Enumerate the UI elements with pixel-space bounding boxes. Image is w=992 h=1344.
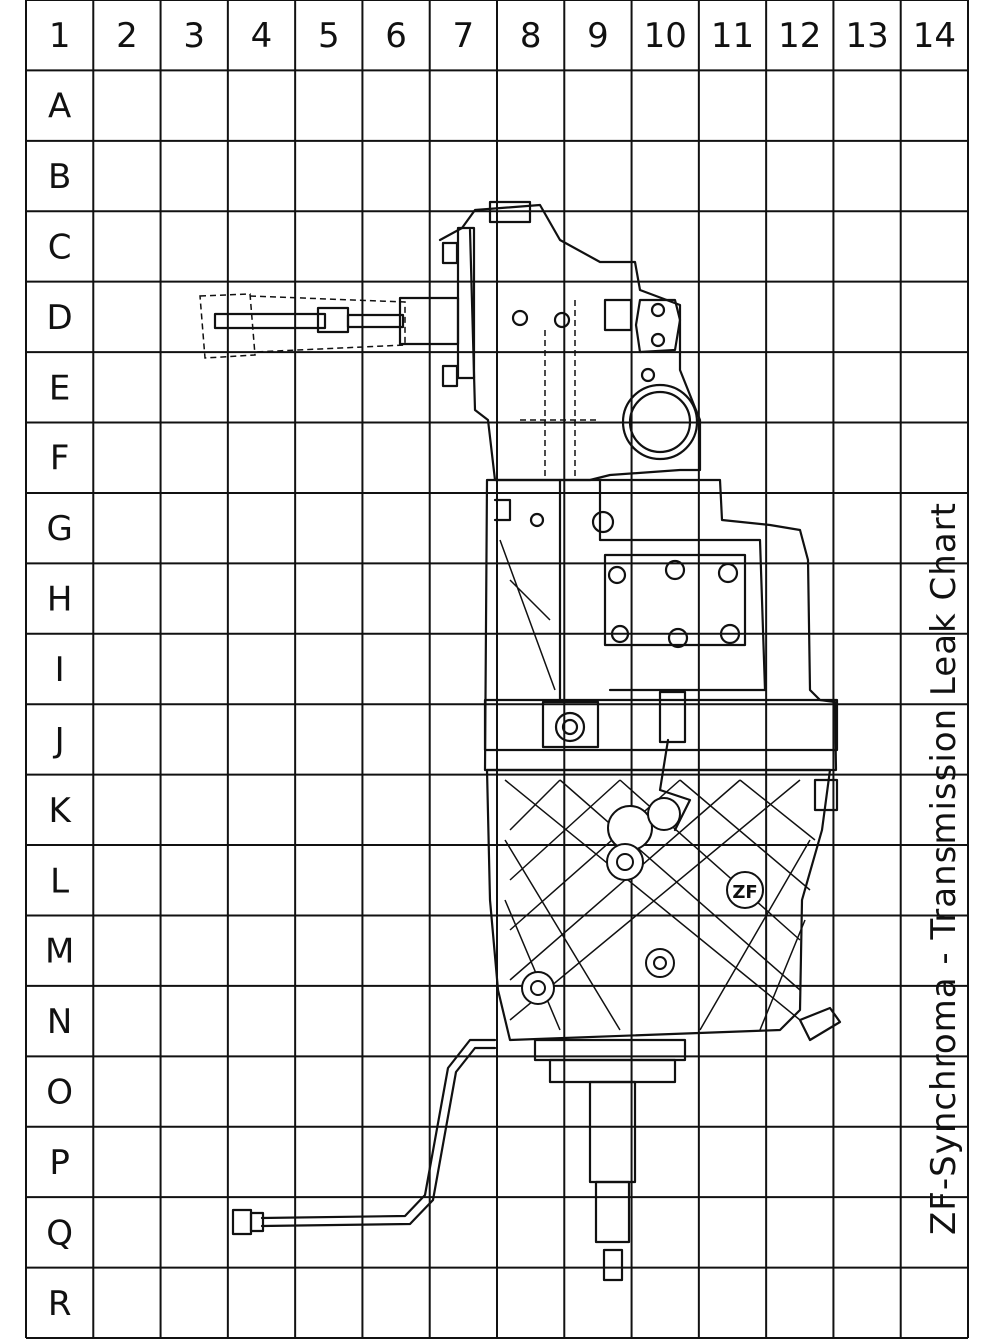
row-header: N xyxy=(47,1002,72,1042)
output-shaft xyxy=(533,1038,687,1282)
row-header: L xyxy=(50,861,69,901)
row-header: J xyxy=(53,720,65,760)
chart-title: ZF-Synchroma - Transmission Leak Chart xyxy=(924,502,964,1235)
row-header: R xyxy=(48,1284,72,1324)
row-header: E xyxy=(49,368,70,408)
column-header: 8 xyxy=(520,16,542,56)
column-header: 2 xyxy=(116,16,138,56)
column-header: 5 xyxy=(318,16,340,56)
vent-line xyxy=(231,1038,497,1236)
column-header: 11 xyxy=(711,16,754,56)
row-header: M xyxy=(45,932,74,972)
row-header: O xyxy=(46,1073,73,1113)
row-header: C xyxy=(48,227,72,267)
ribbed-case: ZF xyxy=(485,738,842,1042)
column-header: 13 xyxy=(845,16,888,56)
flange-band xyxy=(483,690,839,812)
shift-lever xyxy=(199,293,460,359)
row-header: K xyxy=(48,791,72,831)
row-header: P xyxy=(49,1143,70,1183)
row-header: G xyxy=(46,509,72,549)
row-header: H xyxy=(47,580,73,620)
row-header: Q xyxy=(46,1213,73,1253)
column-header: 12 xyxy=(778,16,821,56)
row-header: F xyxy=(50,439,70,479)
column-header: 9 xyxy=(587,16,609,56)
column-header: 1 xyxy=(49,16,71,56)
row-header: B xyxy=(48,157,71,197)
column-header: 4 xyxy=(251,16,273,56)
shifter-housing xyxy=(438,200,702,482)
grid-lines xyxy=(25,0,969,1339)
column-header: 10 xyxy=(644,16,687,56)
row-header: I xyxy=(55,650,65,690)
transmission-drawing: ZF xyxy=(199,200,842,1282)
column-header: 6 xyxy=(385,16,407,56)
column-header: 3 xyxy=(183,16,205,56)
row-header: A xyxy=(48,87,71,127)
row-header: D xyxy=(47,298,73,338)
column-header: 7 xyxy=(453,16,475,56)
zf-badge: ZF xyxy=(732,882,757,903)
column-header: 14 xyxy=(913,16,956,56)
